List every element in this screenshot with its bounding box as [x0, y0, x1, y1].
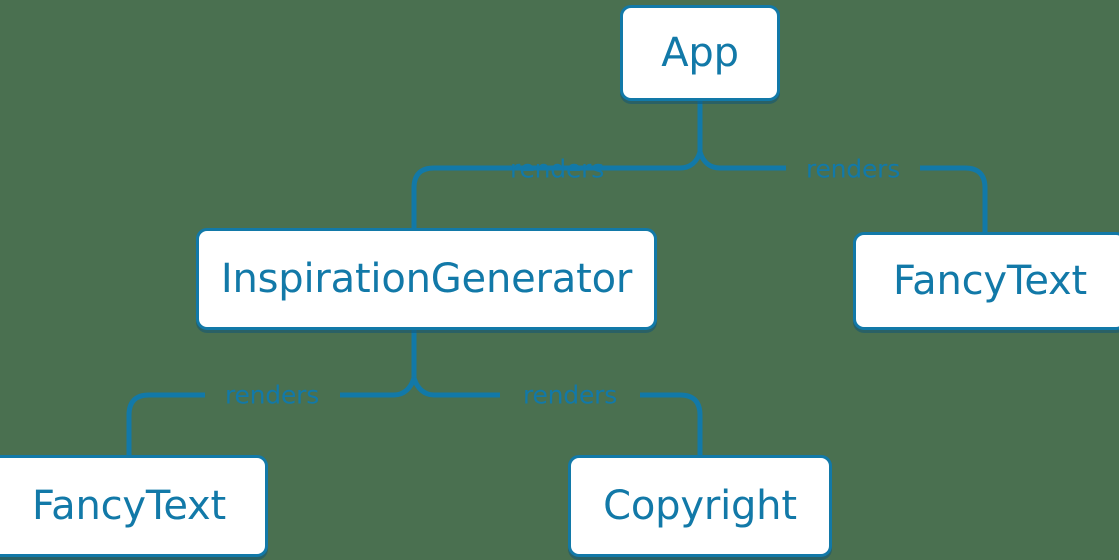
node-label-app: App: [661, 30, 739, 76]
edge-inspiration-to-fancytext-line-left: [340, 377, 417, 398]
edge-inspiration-to-copyright-line-left: [411, 377, 500, 398]
edge-inspiration-to-fancytext-line-right: [126, 392, 205, 455]
node-label-fancytext-right: FancyText: [893, 258, 1087, 304]
edge-label-app-to-inspiration-generator: renders: [509, 154, 605, 184]
node-fancytext-right[interactable]: FancyText: [853, 232, 1119, 330]
node-inspiration-generator[interactable]: InspirationGenerator: [196, 228, 657, 330]
edge-label-inspiration-generator-to-fancytext-bottom: renders: [224, 380, 320, 410]
edge-label-app-to-fancytext-right: renders: [805, 154, 901, 184]
node-fancytext-bottom[interactable]: FancyText: [0, 455, 268, 557]
edge-app-to-fancytext-line-right: [920, 165, 988, 232]
node-app[interactable]: App: [620, 5, 780, 101]
edge-inspiration-to-copyright-line-right: [640, 392, 703, 455]
node-label-fancytext-bottom: FancyText: [32, 483, 226, 529]
edge-app-to-fancytext-line-left: [697, 151, 786, 171]
edge-label-inspiration-generator-to-copyright: renders: [522, 380, 618, 410]
node-copyright[interactable]: Copyright: [568, 455, 832, 557]
node-label-inspiration-generator: InspirationGenerator: [220, 256, 633, 302]
node-label-copyright: Copyright: [603, 483, 797, 529]
